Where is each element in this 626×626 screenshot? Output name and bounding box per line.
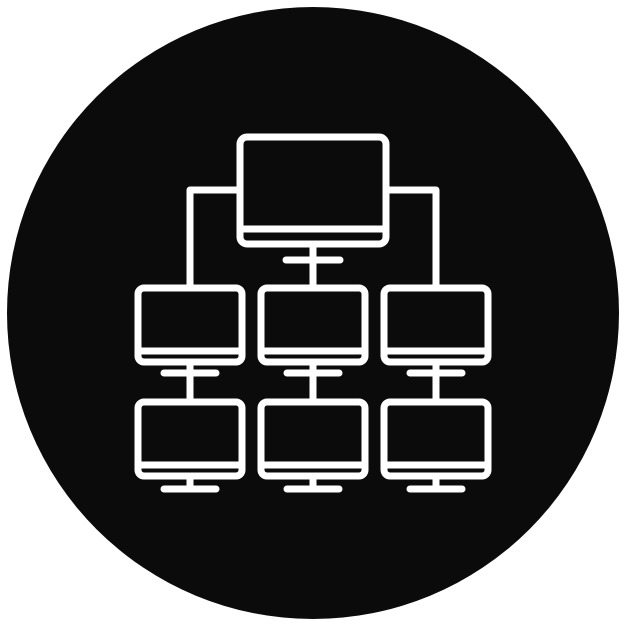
top-monitor-frame bbox=[236, 133, 390, 248]
middle-monitor-left bbox=[134, 284, 246, 406]
bottom-monitor-center bbox=[257, 398, 369, 493]
circle-background bbox=[7, 7, 619, 619]
bottom-monitor-left bbox=[134, 398, 246, 493]
top-monitor bbox=[236, 133, 390, 248]
middle-monitor-right bbox=[380, 284, 492, 406]
middle-monitor-center bbox=[257, 284, 369, 406]
bottom-monitor-right bbox=[380, 398, 492, 493]
connector-right bbox=[382, 186, 440, 292]
connector-left bbox=[186, 186, 244, 292]
monitors bbox=[134, 133, 492, 493]
